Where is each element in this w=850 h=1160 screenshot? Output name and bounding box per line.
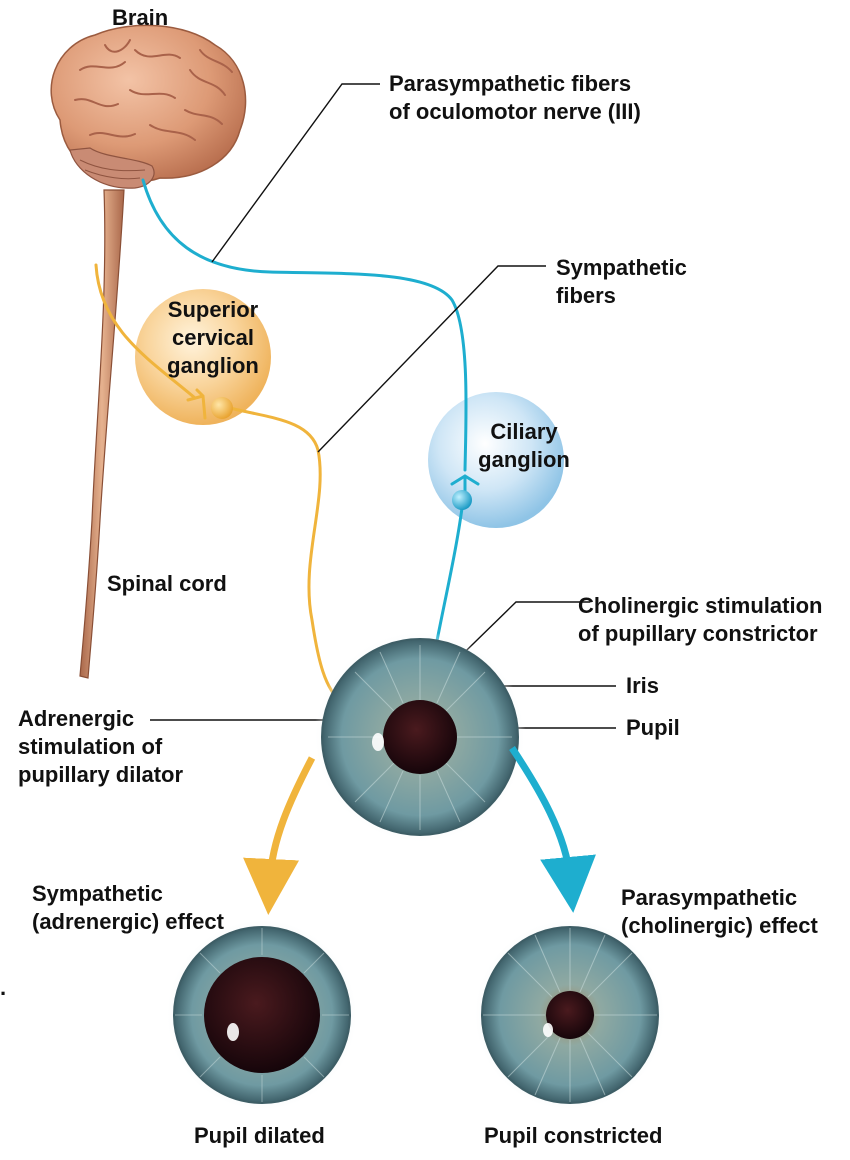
iris-label: Iris (626, 672, 659, 700)
spinal-cord-label: Spinal cord (107, 570, 227, 598)
parasympathetic-pathway (143, 180, 478, 700)
sympathetic-effect-label: Sympathetic (adrenergic) effect (32, 880, 224, 936)
superior-cervical-ganglion-line-1: Superior (153, 296, 273, 324)
constricted-eye (474, 919, 666, 1111)
parasympathetic-effect-label: Parasympathetic (cholinergic) effect (621, 884, 818, 940)
adrenergic-stimulation-line-2: stimulation of (18, 733, 183, 761)
sympathetic-effect-arrow (270, 758, 312, 880)
sympathetic-fibers-line-1: Sympathetic (556, 254, 687, 282)
sympathetic-fibers-label: Sympathetic fibers (556, 254, 687, 310)
parasympathetic-fibers-line-2: of oculomotor nerve (III) (389, 98, 641, 126)
parasympathetic-fibers-label: Parasympathetic fibers of oculomotor ner… (389, 70, 641, 126)
ciliary-ganglion-line-1: Ciliary (469, 418, 579, 446)
dilated-eye (166, 919, 358, 1111)
sympathetic-fibers-line-2: fibers (556, 282, 687, 310)
ciliary-ganglion-line-2: ganglion (469, 446, 579, 474)
parasympathetic-effect-line-2: (cholinergic) effect (621, 912, 818, 940)
parasympathetic-effect-line-1: Parasympathetic (621, 884, 818, 912)
brain-illustration (51, 25, 245, 188)
central-pupil (383, 700, 457, 774)
central-eye (314, 631, 526, 843)
superior-cervical-ganglion-line-3: ganglion (153, 352, 273, 380)
superior-cervical-ganglion-line-2: cervical (153, 324, 273, 352)
ciliary-ganglion-label: Ciliary ganglion (469, 418, 579, 474)
brain-label: Brain (112, 4, 168, 32)
adrenergic-stimulation-line-3: pupillary dilator (18, 761, 183, 789)
adrenergic-stimulation-label: Adrenergic stimulation of pupillary dila… (18, 705, 183, 789)
pupil-label: Pupil (626, 714, 680, 742)
cholinergic-stimulation-line-2: of pupillary constrictor (578, 620, 822, 648)
dilated-pupil (204, 957, 320, 1073)
cholinergic-stimulation-line-1: Cholinergic stimulation (578, 592, 822, 620)
pupil-dilated-label: Pupil dilated (194, 1122, 325, 1150)
parasympathetic-fibers-line-1: Parasympathetic fibers (389, 70, 641, 98)
parasympathetic-neuron-cell-body (452, 490, 472, 510)
constricted-pupil (546, 991, 594, 1039)
cholinergic-stimulation-label: Cholinergic stimulation of pupillary con… (578, 592, 822, 648)
stray-mark: . (0, 974, 6, 1002)
superior-cervical-ganglion-label: Superior cervical ganglion (153, 296, 273, 380)
sympathetic-effect-line-1: Sympathetic (32, 880, 224, 908)
spinal-cord (80, 190, 124, 678)
adrenergic-stimulation-line-1: Adrenergic (18, 705, 183, 733)
pupil-constricted-label: Pupil constricted (484, 1122, 662, 1150)
sympathetic-neuron-cell-body (211, 397, 233, 419)
sympathetic-effect-line-2: (adrenergic) effect (32, 908, 224, 936)
parasympathetic-effect-arrow (512, 748, 570, 878)
